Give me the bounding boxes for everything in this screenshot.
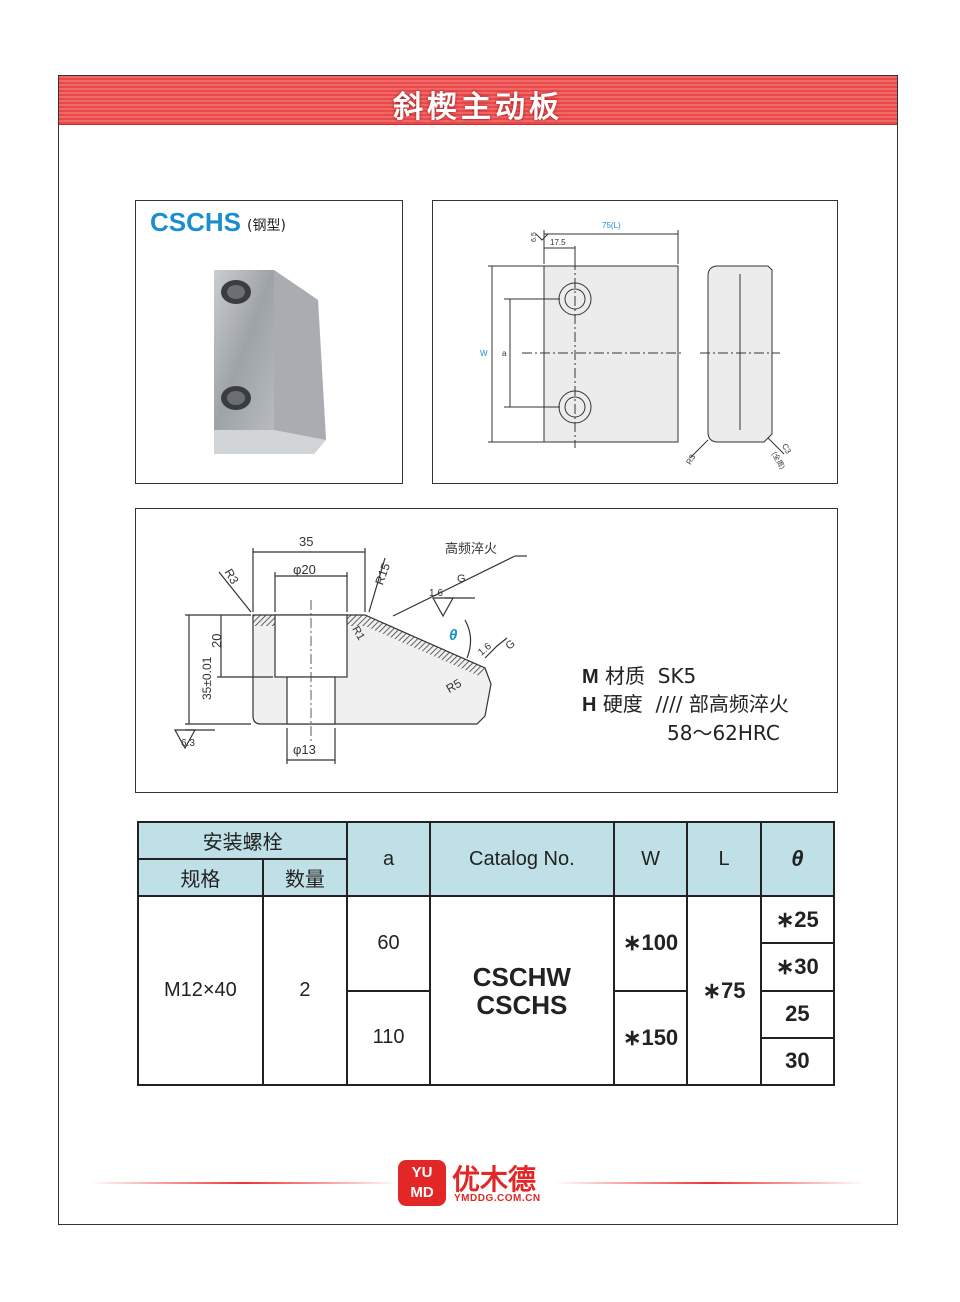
dim-phi20: φ20 [293,562,316,577]
cell-w-2: ∗150 [612,989,689,1087]
hardness-label: 硬度 [602,692,643,716]
material-spec: M 材质 SK5 [582,660,696,689]
title-banner: 斜楔主动板 [59,76,897,125]
cell-catalog: CSCHW CSCHS [428,895,615,1086]
cell-l: ∗75 [686,895,762,1086]
header-theta: θ [759,820,836,898]
catalog-table: 安装螺栓 a Catalog No. W L θ 规格 数量 M12×40 2 … [136,820,836,1087]
radius-r3: R3 [222,566,242,587]
cell-a-1: 60 [346,895,431,992]
dim-W: W [480,349,488,358]
cell-theta-3: 25 [759,989,836,1039]
hardness-key: H [582,694,597,716]
top-view-drawing: 75(L) 17.5 6.5 W a R3 C3 (全周) [480,221,793,471]
section-view-drawing: 35 φ20 φ13 20 35±0.01 R3 R15 R1 R5 高频淬火 … [173,534,527,764]
corner-r: R3 [684,452,697,466]
footer-line-right [555,1182,865,1184]
catalog-no-1: CSCHW [472,961,571,992]
dim-35-tolerance: 35±0.01 [200,656,214,700]
roughness-2: 1.6 [476,641,494,659]
dim-20: 20 [209,634,224,648]
dim-a: a [502,349,507,358]
header-spec: 规格 [137,858,264,898]
cell-theta-2: ∗30 [759,942,836,992]
footer-line-left [90,1182,400,1184]
dim-35: 35 [299,534,313,549]
dim-L: 75(L) [602,221,621,230]
header-mounting-bolt: 安装螺栓 [136,820,349,861]
cell-w-1: ∗100 [612,895,689,992]
hardness-value: //// 部高频淬火 [655,692,789,716]
header-a: a [346,820,431,898]
dim-small: 6.5 [531,232,538,242]
brand-url: YMDDG.COM.CN [454,1193,541,1204]
product-material-type: (钢型) [247,218,286,234]
hardness-spec: H 硬度 //// 部高频淬火 [582,688,789,717]
cell-theta-1: ∗25 [759,895,836,945]
hardening-note: 高频淬火 [445,541,497,556]
logo-bottom-text: MD [410,1184,434,1201]
product-photo [214,270,326,454]
material-label: 材质 [605,664,646,688]
header-w: W [612,820,689,898]
radius-r5: R5 [444,676,465,696]
material-key: M [582,666,599,688]
roughness-1: 1.6 [429,588,443,599]
header-l: L [686,820,762,898]
header-qty: 数量 [261,858,349,898]
page-frame [58,75,898,1225]
header-catalog-no: Catalog No. [428,820,615,898]
logo-top-text: YU [411,1164,433,1181]
theta-angle: θ [449,627,458,644]
hardness-range: 58〜62HRC [667,721,780,745]
cell-a-2: 110 [346,989,431,1087]
radius-r15: R15 [372,561,393,587]
section-view-drawing-panel [135,508,838,793]
roughness-3: 6.3 [181,738,195,749]
cell-theta-4: 30 [759,1036,836,1087]
corner-c: C3 [780,442,793,456]
catalog-no-2: CSCHS [476,989,568,1020]
grind-mark-2: G [503,638,517,653]
brand-logo: YU MD [398,1160,446,1206]
dim-phi13: φ13 [293,742,316,757]
product-code: CSCHS [150,207,242,237]
material-value: SK5 [657,664,697,688]
page-title: 斜楔主动板 [393,90,563,125]
grind-mark-1: G [457,573,466,585]
dim-offset: 17.5 [550,238,566,247]
brand-name: 优木德 [452,1163,537,1196]
cell-qty: 2 [261,895,349,1086]
cell-spec: M12×40 [137,895,264,1086]
